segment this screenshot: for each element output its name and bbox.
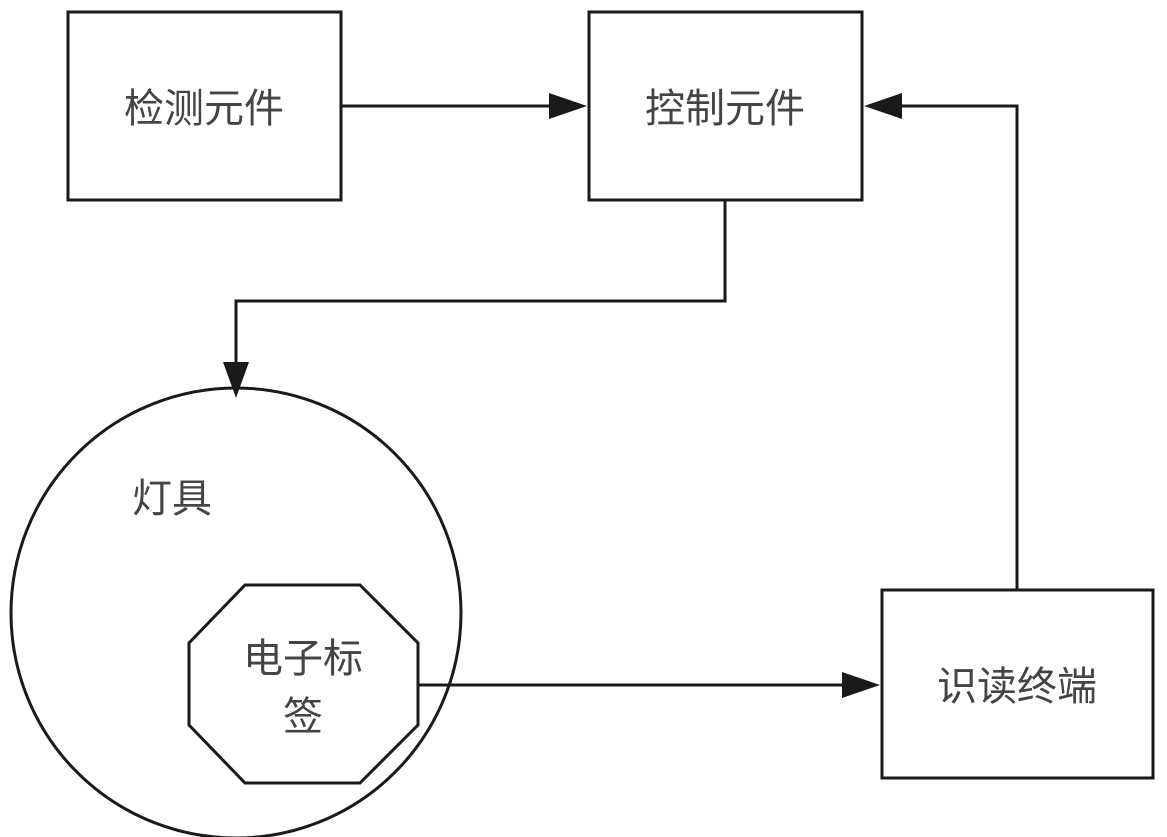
edge-reader-to-control <box>864 93 1019 590</box>
lamp-label: 灯具 <box>132 476 212 522</box>
node-detection: 检测元件 <box>66 10 343 202</box>
reader-label: 识读终端 <box>937 664 1097 710</box>
arrowhead-into-reader <box>842 672 880 698</box>
node-control: 控制元件 <box>587 10 864 202</box>
edge-control-lamp-line <box>234 200 727 372</box>
detection-box <box>66 10 343 202</box>
control-label: 控制元件 <box>645 86 805 132</box>
tag-octagon <box>187 583 420 785</box>
tag-label-line1: 电子标 <box>243 636 363 682</box>
edge-tag-to-reader <box>418 672 880 698</box>
tag-label-line2: 签 <box>283 694 323 740</box>
edge-control-to-lamp <box>223 200 727 398</box>
reader-box <box>880 588 1155 780</box>
detection-label: 检测元件 <box>124 86 284 132</box>
control-box <box>587 10 864 202</box>
node-tag: 电子标 签 <box>187 583 420 785</box>
arrowhead-into-control-left <box>549 93 587 119</box>
edge-reader-control-line <box>892 104 1019 590</box>
arrowhead-into-lamp <box>223 362 249 398</box>
arrowhead-into-control-right <box>864 93 902 119</box>
node-reader: 识读终端 <box>880 588 1155 780</box>
edge-detection-to-control <box>341 93 587 119</box>
